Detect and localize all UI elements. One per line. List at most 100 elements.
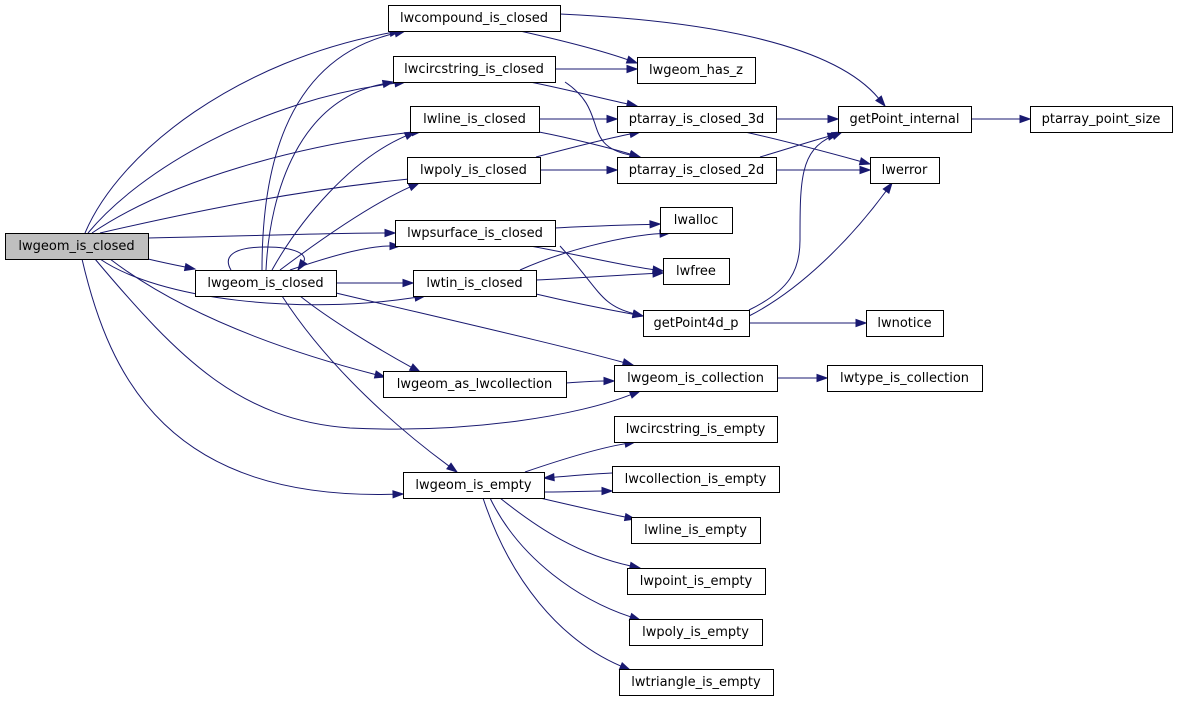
node-lwgeom_is_empty[interactable]: lwgeom_is_empty	[403, 472, 545, 499]
node-label: lwline_is_closed	[423, 112, 526, 127]
edge-lwgeom_is_closed_root-to-lwline_is_closed	[91, 128, 424, 234]
edge-lwgeom_is_collection-to-lwtype_is_collection	[776, 373, 829, 383]
arrowhead-icon	[858, 157, 872, 166]
node-label: lwgeom_is_closed	[18, 239, 134, 254]
edge-lwgeom_is_closed-to-lwgeom_is_closed	[227, 246, 308, 272]
node-ptarray_is_closed_3d[interactable]: ptarray_is_closed_3d	[617, 106, 777, 133]
edge-ptarray_is_closed_3d-to-getPoint_internal	[775, 114, 840, 124]
node-label: lwline_is_empty	[644, 523, 747, 538]
node-label: ptarray_is_closed_3d	[629, 112, 765, 127]
edge-lwgeom_is_closed_root-to-lwgeom_is_collection	[94, 258, 642, 430]
edge-lwline_is_closed-to-ptarray_is_closed_3d	[538, 114, 619, 124]
node-root-lwgeom_is_closed[interactable]: lwgeom_is_closed	[5, 233, 149, 260]
edge-lwgeom_is_closed_root-to-lwgeom_as_lwcollection	[109, 258, 387, 379]
arrowhead-icon	[859, 165, 872, 175]
call-graph-edges	[81, 13, 1032, 671]
node-label: lwpsurface_is_closed	[407, 226, 543, 241]
node-lwerror[interactable]: lwerror	[870, 157, 940, 184]
arrowhead-icon	[408, 363, 422, 373]
node-lwgeom_has_z[interactable]: lwgeom_has_z	[637, 57, 756, 84]
edge-ptarray_is_closed_3d-to-lwerror	[744, 131, 872, 166]
node-label: lwtype_is_collection	[840, 371, 969, 386]
edge-lwgeom_is_closed-to-lwtin_is_closed	[335, 278, 415, 288]
node-lwnotice[interactable]: lwnotice	[866, 310, 944, 337]
node-label: lwtriangle_is_empty	[631, 675, 761, 690]
arrowhead-icon	[618, 661, 632, 671]
arrowhead-icon	[446, 462, 459, 473]
edge-lwcompound_is_closed-to-lwgeom_has_z	[519, 30, 639, 64]
node-ptarray_point_size[interactable]: ptarray_point_size	[1030, 106, 1173, 133]
edge-getPoint_internal-to-ptarray_point_size	[970, 114, 1032, 124]
edge-lwpoly_is_closed-to-ptarray_is_closed_2d	[540, 165, 619, 175]
edge-lwgeom_is_closed-to-lwcircstring_is_closed	[265, 79, 395, 271]
arrowhead-icon	[631, 309, 645, 319]
edge-lwgeom_is_empty-to-lwpoint_is_empty	[499, 497, 642, 570]
call-graph-nodes: lwgeom_is_closed lwgeom_is_closed lwcompou…	[5, 5, 1173, 696]
node-lwline_is_empty[interactable]: lwline_is_empty	[631, 517, 761, 544]
arrowhead-icon	[606, 114, 619, 124]
arrowhead-icon	[628, 149, 642, 159]
edge-lwgeom_is_empty-to-lwpoly_is_empty	[489, 497, 642, 621]
arrowhead-icon	[1019, 114, 1032, 124]
arrowhead-icon	[381, 79, 395, 89]
arrowhead-icon	[373, 370, 387, 379]
arrowhead-icon	[628, 390, 642, 399]
node-lwpoint_is_empty[interactable]: lwpoint_is_empty	[627, 568, 766, 595]
node-lwpsurface_is_closed[interactable]: lwpsurface_is_closed	[395, 220, 556, 247]
edge-lwcollection_is_empty-to-lwgeom_is_empty	[542, 472, 613, 482]
node-label: lwgeom_is_closed	[207, 276, 323, 291]
edge-lwpsurface_is_closed-to-lwfree	[529, 245, 665, 274]
arrowhead-icon	[649, 220, 662, 229]
edge-lwgeom_is_closed_root-to-lwcircstring_is_closed	[87, 79, 407, 234]
node-lwtriangle_is_empty[interactable]: lwtriangle_is_empty	[619, 669, 774, 696]
node-lwcompound_is_closed[interactable]: lwcompound_is_closed	[388, 5, 561, 32]
node-getPoint4d_p[interactable]: getPoint4d_p	[643, 310, 750, 337]
arrowhead-icon	[606, 165, 619, 175]
arrowhead-icon	[542, 473, 555, 482]
edge-getPoint4d_p-to-getPoint_internal	[748, 131, 844, 311]
node-lwalloc[interactable]: lwalloc	[660, 207, 733, 234]
node-lwgeom_is_collection[interactable]: lwgeom_is_collection	[614, 365, 778, 392]
node-lwline_is_closed[interactable]: lwline_is_closed	[410, 106, 540, 133]
node-lwpoly_is_closed[interactable]: lwpoly_is_closed	[407, 157, 541, 184]
node-label: lwcollection_is_empty	[625, 472, 767, 487]
node-label: lwpoly_is_empty	[642, 625, 749, 640]
edge-lwgeom_is_closed_root-to-lwcompound_is_closed	[84, 28, 402, 234]
node-lwfree[interactable]: lwfree	[663, 258, 730, 285]
arrowhead-icon	[407, 182, 421, 192]
node-lwgeom_is_closed[interactable]: lwgeom_is_closed	[195, 270, 337, 297]
arrowhead-icon	[183, 262, 197, 272]
edge-lwgeom_is_closed_root-to-lwgeom_is_empty	[81, 258, 405, 499]
edge-lwgeom_is_closed-to-lwgeom_as_lwcollection	[299, 295, 422, 373]
arrowhead-icon	[882, 181, 893, 194]
arrowhead-icon	[830, 131, 844, 141]
node-label: lwfree	[676, 264, 716, 279]
node-label: lwtin_is_closed	[426, 276, 522, 291]
node-label: getPoint_internal	[849, 112, 959, 127]
edge-lwcircstring_is_closed-to-ptarray_is_closed_3d	[529, 81, 639, 108]
edge-lwgeom_is_closed-to-lwgeom_is_collection	[335, 292, 635, 367]
node-lwtin_is_closed[interactable]: lwtin_is_closed	[413, 270, 537, 297]
edge-lwcircstring_is_closed-to-lwgeom_has_z	[555, 64, 639, 74]
arrowhead-icon	[855, 318, 868, 328]
arrowhead-icon	[392, 490, 405, 499]
node-label: lwgeom_is_empty	[415, 478, 532, 493]
node-lwtype_is_collection[interactable]: lwtype_is_collection	[827, 365, 983, 392]
edge-lwgeom_is_closed_root-to-lwpsurface_is_closed	[147, 228, 397, 239]
node-lwcircstring_is_empty[interactable]: lwcircstring_is_empty	[614, 416, 778, 443]
node-ptarray_is_closed_2d[interactable]: ptarray_is_closed_2d	[617, 157, 777, 184]
node-lwpoly_is_empty[interactable]: lwpoly_is_empty	[629, 619, 763, 646]
node-label: lwgeom_as_lwcollection	[397, 377, 552, 392]
edge-ptarray_is_closed_2d-to-getPoint_internal	[759, 132, 840, 158]
node-label: lwpoint_is_empty	[640, 574, 753, 589]
node-lwcollection_is_empty[interactable]: lwcollection_is_empty	[612, 466, 780, 493]
edge-lwtin_is_closed-to-lwfree	[535, 269, 665, 281]
node-label: lwgeom_has_z	[649, 63, 743, 78]
edge-lwcompound_is_closed-to-getPoint_internal	[559, 13, 886, 108]
edge-ptarray_is_closed_2d-to-lwerror	[776, 165, 872, 175]
node-lwgeom_as_lwcollection[interactable]: lwgeom_as_lwcollection	[383, 371, 567, 398]
node-getPoint_internal[interactable]: getPoint_internal	[838, 106, 972, 133]
node-lwcircstring_is_closed[interactable]: lwcircstring_is_closed	[393, 56, 556, 83]
edge-lwtin_is_closed-to-getPoint4d_p	[535, 293, 645, 319]
edge-lwgeom_as_lwcollection-to-lwgeom_is_collection	[565, 376, 616, 386]
